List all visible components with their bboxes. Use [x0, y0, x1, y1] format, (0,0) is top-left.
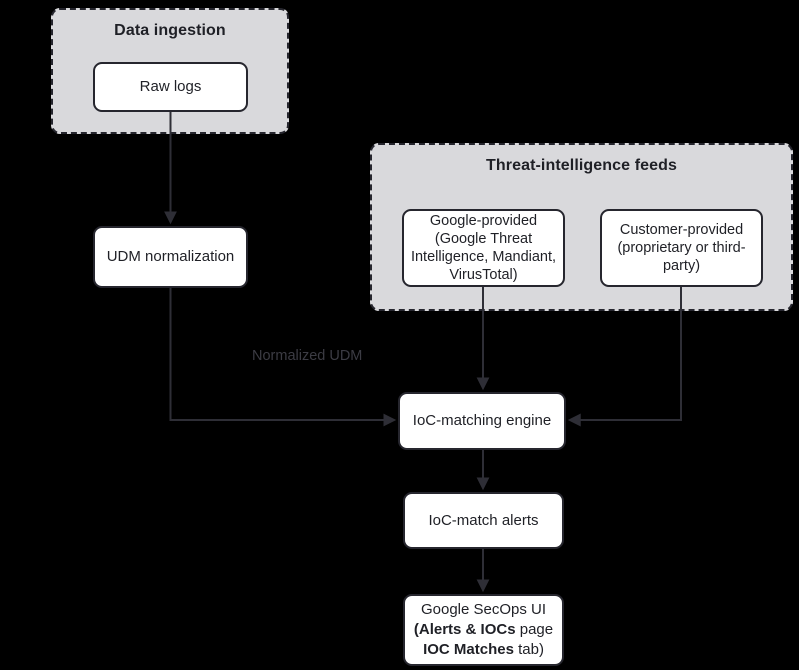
node-ioc-matching-engine: IoC-matching engine: [398, 392, 566, 450]
container-data-ingestion-title: Data ingestion: [114, 22, 226, 39]
node-secops-ui-line2: (Alerts & IOCs page: [413, 620, 554, 638]
node-secops-ui-line1: Google SecOps UI: [420, 600, 547, 618]
node-secops-ui: Google SecOps UI (Alerts & IOCs page IOC…: [403, 594, 564, 666]
node-google-provided: Google-provided (Google Threat Intellige…: [402, 209, 565, 287]
container-threat-intel-feeds-title: Threat-intelligence feeds: [486, 157, 677, 174]
node-customer-provided: Customer-provided (proprietary or third-…: [600, 209, 763, 287]
node-ioc-match-alerts: IoC-match alerts: [403, 492, 564, 549]
node-raw-logs-label: Raw logs: [139, 78, 202, 96]
node-google-provided-label: Google-provided (Google Threat Intellige…: [410, 212, 557, 284]
node-udm-normalization-label: UDM normalization: [106, 248, 235, 266]
node-ioc-match-alerts-label: IoC-match alerts: [428, 511, 539, 529]
edge-label-normalized-udm: Normalized UDM: [252, 348, 363, 364]
node-customer-provided-label: Customer-provided (proprietary or third-…: [617, 221, 746, 275]
node-secops-ui-line3: IOC Matches tab): [423, 641, 544, 659]
node-udm-normalization: UDM normalization: [93, 226, 248, 288]
node-raw-logs: Raw logs: [93, 62, 248, 112]
node-ioc-matching-engine-label: IoC-matching engine: [412, 412, 552, 430]
